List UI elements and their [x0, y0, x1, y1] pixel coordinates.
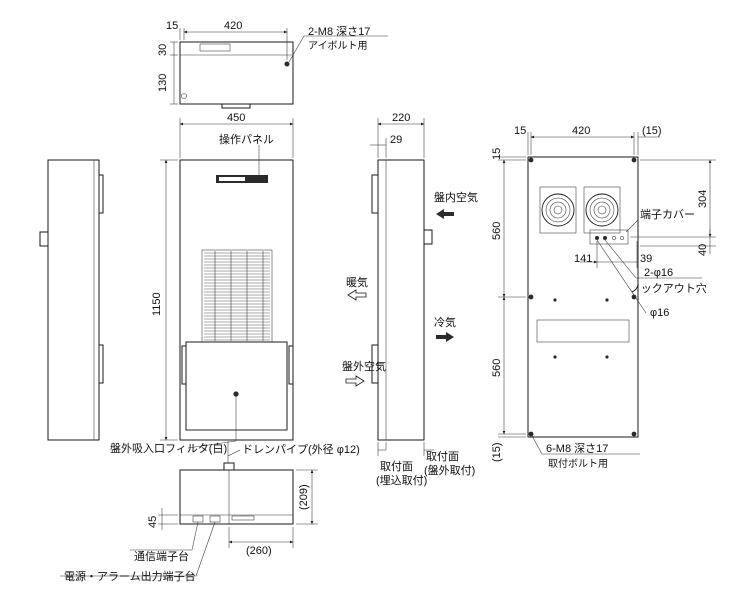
rear-dim-560-upper: 560 [491, 222, 503, 240]
knockout-spec: 2-φ16 [644, 267, 673, 279]
front-grille [201, 249, 273, 343]
mount-face-external-note: (盤外取付) [424, 464, 475, 477]
cool-air-arrow [436, 332, 454, 342]
left-side-view [39, 159, 104, 441]
dim-45-label: 45 [147, 516, 159, 528]
terminal-cover [589, 229, 629, 245]
dim-15-label: 15 [166, 20, 178, 32]
rear-dim-40: 40 [697, 244, 709, 256]
warm-air-arrow [347, 289, 367, 301]
dim-260-label: (260) [246, 545, 272, 557]
fan-left [539, 186, 577, 234]
terminal-cover-label: 端子カバー [640, 208, 695, 221]
warm-air-label: 暖気 [346, 275, 368, 289]
dim-209-label: (209) [298, 484, 310, 510]
rear-dim-15-right: (15) [642, 125, 662, 137]
inside-air-label: 盤内空気 [434, 190, 478, 204]
rear-dim-15-left: 15 [514, 125, 526, 137]
rear-dim-15-bottom: (15) [491, 442, 503, 462]
eyebolt-hole [181, 93, 187, 99]
rear-view: 15 420 (15) 15 560 560 (15) 304 40 端子カバー… [491, 125, 716, 470]
rear-bolt-use: 取付ボルト用 [548, 457, 608, 470]
intake-filter [185, 341, 288, 431]
cool-air-label: 冷気 [434, 315, 456, 329]
rear-bolt-spec: 6-M8 深さ17 [546, 442, 608, 455]
rear-dim-560-lower: 560 [491, 359, 503, 377]
comm-terminal-label: 通信端子台 [134, 549, 189, 563]
outside-air-arrow [345, 375, 365, 387]
hole-16-label: φ16 [650, 307, 669, 319]
dim-29-label: 29 [390, 134, 402, 146]
bottom-view: ドレンパイプ(外径 φ12) (209) (260) 45 通信端子台 電源・ア… [60, 441, 360, 583]
rear-dim-420: 420 [572, 125, 590, 137]
rear-dim-304: 304 [697, 190, 709, 208]
top-bolt-spec: 2-M8 深さ17 [308, 25, 370, 38]
dim-420-label: 420 [224, 20, 242, 32]
operation-panel-label: 操作パネル [219, 132, 274, 146]
mount-face-embedded-note: (埋込取付) [376, 474, 427, 487]
fan-right [583, 186, 621, 234]
dim-130-label: 130 [157, 74, 169, 92]
top-bolt-use: アイボルト用 [308, 40, 368, 52]
power-terminal-label: 電源・アラーム出力端子台 [64, 569, 196, 583]
dim-1150-label: 1150 [151, 292, 163, 316]
inside-air-arrow [436, 209, 454, 219]
outside-air-label: 盤外空気 [342, 359, 386, 373]
front-view: 450 1150 操作パネル 盤外吸入口フィルタ(白) [110, 112, 294, 455]
right-side-view: 220 29 盤内空気 暖気 冷気 盤外空気 取付面 (埋込取付) 取付面 (盤… [342, 112, 478, 487]
rear-dim-141: 141 [574, 253, 592, 265]
filter-label: 盤外吸入口フィルタ(白) [110, 441, 227, 455]
dim-450-label: 450 [227, 112, 245, 124]
dim-30-label: 30 [157, 44, 169, 56]
drain-label: ドレンパイプ(外径 φ12) [242, 443, 360, 456]
knockout-label: ノックアウト穴 [630, 281, 707, 295]
eyebolt-hole [284, 61, 290, 67]
mount-face-external: 取付面 [426, 450, 459, 463]
top-view: 15 420 30 130 2-M8 深さ17 アイボルト用 [157, 20, 388, 109]
rear-dim-15-top: 15 [491, 148, 503, 160]
dim-220-label: 220 [392, 112, 410, 124]
mount-face-embedded: 取付面 [380, 460, 413, 473]
rear-dim-39: 39 [640, 253, 652, 265]
